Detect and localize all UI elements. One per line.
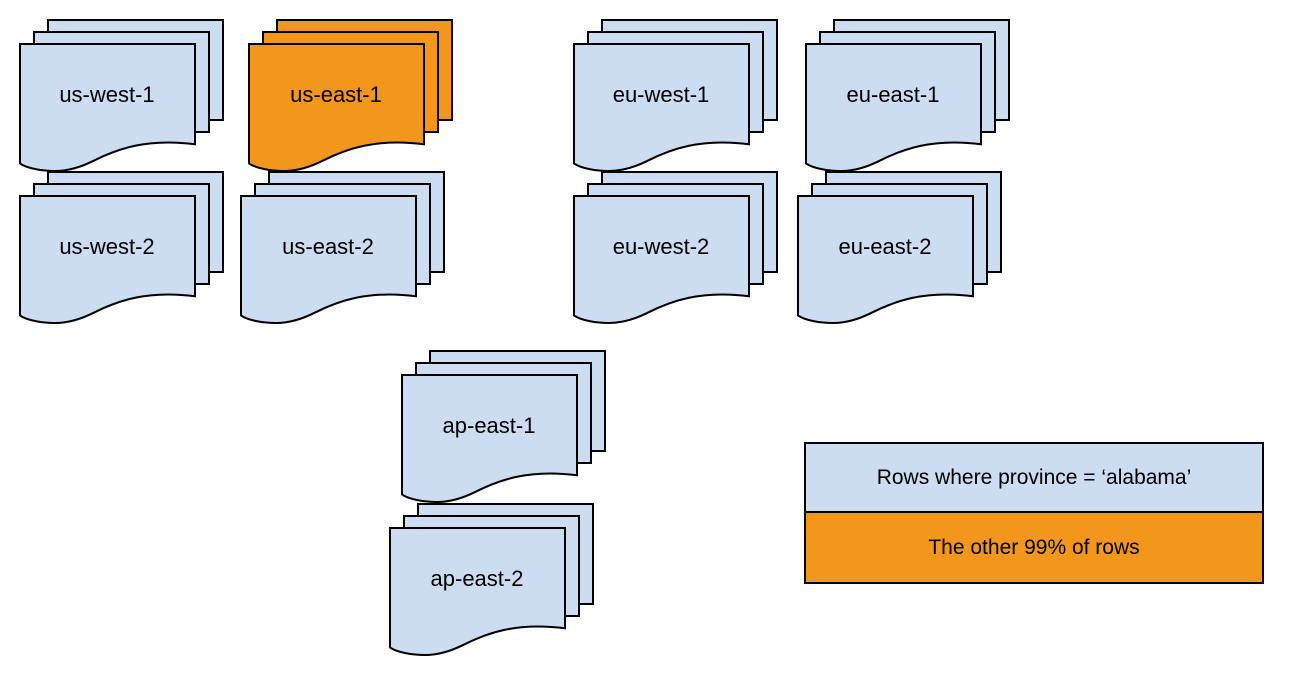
document-stack-icon [248, 19, 453, 172]
region-stack-eu-west-2: eu-west-2 [573, 171, 778, 324]
document-stack-icon [19, 171, 224, 324]
legend: Rows where province = ‘alabama’ The othe… [804, 442, 1264, 584]
legend-item-alabama-label: Rows where province = ‘alabama’ [876, 466, 1192, 489]
region-stack-eu-east-1: eu-east-1 [805, 19, 1010, 172]
region-stack-us-east-2: us-east-2 [240, 171, 445, 324]
region-stack-ap-east-2: ap-east-2 [389, 503, 594, 656]
legend-item-other-rows: The other 99% of rows [806, 511, 1262, 582]
region-stack-eu-west-1: eu-west-1 [573, 19, 778, 172]
document-stack-icon [401, 350, 606, 503]
legend-item-alabama-rows: Rows where province = ‘alabama’ [806, 444, 1262, 511]
document-stack-icon [805, 19, 1010, 172]
document-stack-icon [240, 171, 445, 324]
document-stack-icon [797, 171, 1002, 324]
legend-item-other-label: The other 99% of rows [928, 536, 1140, 559]
region-stack-us-west-1: us-west-1 [19, 19, 224, 172]
document-stack-icon [19, 19, 224, 172]
document-stack-icon [573, 171, 778, 324]
region-stack-ap-east-1: ap-east-1 [401, 350, 606, 503]
region-stack-us-west-2: us-west-2 [19, 171, 224, 324]
document-stack-icon [389, 503, 594, 656]
region-stack-eu-east-2: eu-east-2 [797, 171, 1002, 324]
document-stack-icon [573, 19, 778, 172]
region-stack-us-east-1: us-east-1 [248, 19, 453, 172]
